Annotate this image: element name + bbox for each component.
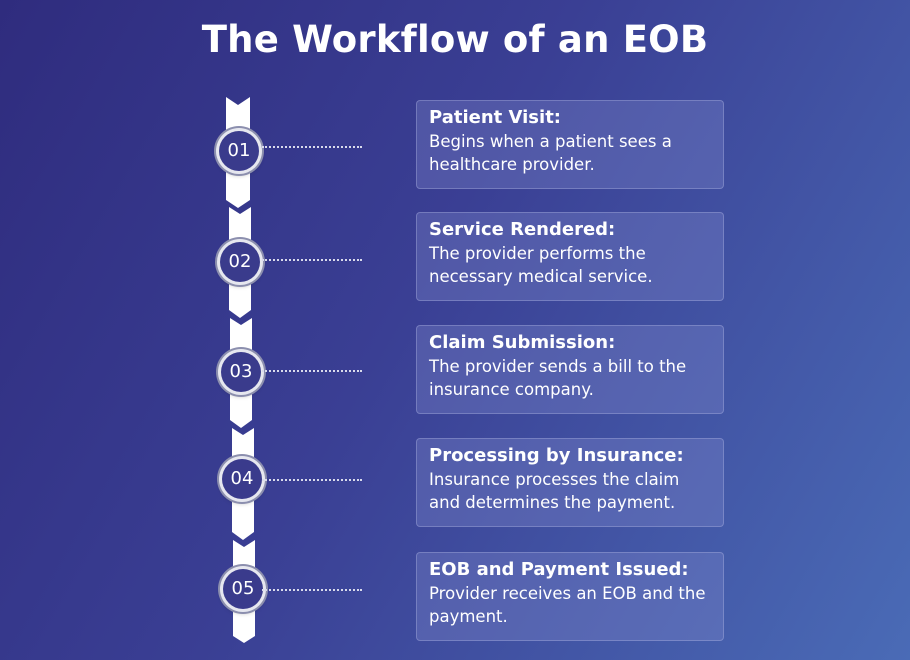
step-number-badge: 03 [221,352,261,392]
step-card: Service Rendered: The provider performs … [416,212,724,301]
step-description: The provider sends a bill to the insuran… [429,357,687,399]
step-card: Patient Visit: Begins when a patient see… [416,100,724,189]
step-card: EOB and Payment Issued: Provider receive… [416,552,724,641]
step-number-badge: 01 [219,131,259,171]
step-card: Processing by Insurance: Insurance proce… [416,438,724,527]
step-number-badge: 04 [222,459,262,499]
connector-dots [262,479,362,481]
workflow-step: 05 EOB and Payment Issued: Provider rece… [0,552,910,642]
step-description: The provider performs the necessary medi… [429,244,653,286]
workflow-step: 03 Claim Submission: The provider sends … [0,325,910,415]
step-description: Provider receives an EOB and the payment… [429,584,706,626]
connector-dots [262,589,362,591]
page-title: The Workflow of an EOB [201,18,709,61]
step-description: Begins when a patient sees a healthcare … [429,132,672,174]
step-card: Claim Submission: The provider sends a b… [416,325,724,414]
workflow-step: 01 Patient Visit: Begins when a patient … [0,100,910,190]
step-title: Service Rendered: [429,219,616,240]
step-description: Insurance processes the claim and determ… [429,470,680,512]
connector-dots [262,370,362,372]
step-title: EOB and Payment Issued: [429,559,689,580]
workflow-step: 02 Service Rendered: The provider perfor… [0,212,910,302]
workflow-step: 04 Processing by Insurance: Insurance pr… [0,438,910,528]
step-number-badge: 02 [220,242,260,282]
step-title: Claim Submission: [429,332,616,353]
step-number-badge: 05 [223,569,263,609]
connector-dots [262,259,362,261]
step-title: Processing by Insurance: [429,445,684,466]
connector-dots [262,146,362,148]
step-title: Patient Visit: [429,107,561,128]
